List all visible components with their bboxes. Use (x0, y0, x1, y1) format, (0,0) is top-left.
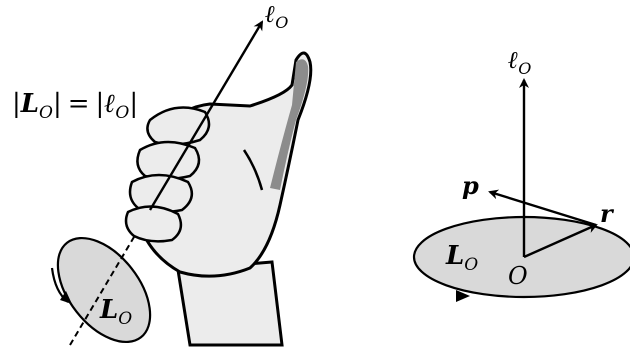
left-ellipse-label: LO (99, 295, 132, 329)
right-ellipse-label: LO (445, 241, 478, 275)
origin-label: O (508, 262, 528, 290)
finger-2 (136, 140, 201, 181)
r-label: r (600, 199, 615, 228)
right-figure: ℓO p r LO O (412, 45, 630, 302)
p-label: p (462, 171, 479, 200)
left-rotation-ellipse (56, 236, 152, 344)
thumb-shadow (270, 59, 309, 191)
left-axis-label: ℓO (265, 0, 288, 32)
magnitude-equation: |LO|=|ℓO| (12, 89, 138, 123)
left-rotation-arrowhead (60, 291, 72, 304)
finger-4 (124, 205, 183, 243)
p-vector (488, 189, 597, 227)
r-vector (523, 223, 598, 259)
right-rotation-arrowhead (456, 290, 470, 302)
left-axis-arrow (148, 20, 264, 211)
left-figure: ℓO |LO|=|ℓO| LO (12, 0, 313, 347)
right-axis-label: ℓO (508, 45, 531, 78)
thumb-crease (242, 149, 264, 191)
hand-palm (137, 51, 313, 278)
hand-illustration (124, 51, 313, 347)
